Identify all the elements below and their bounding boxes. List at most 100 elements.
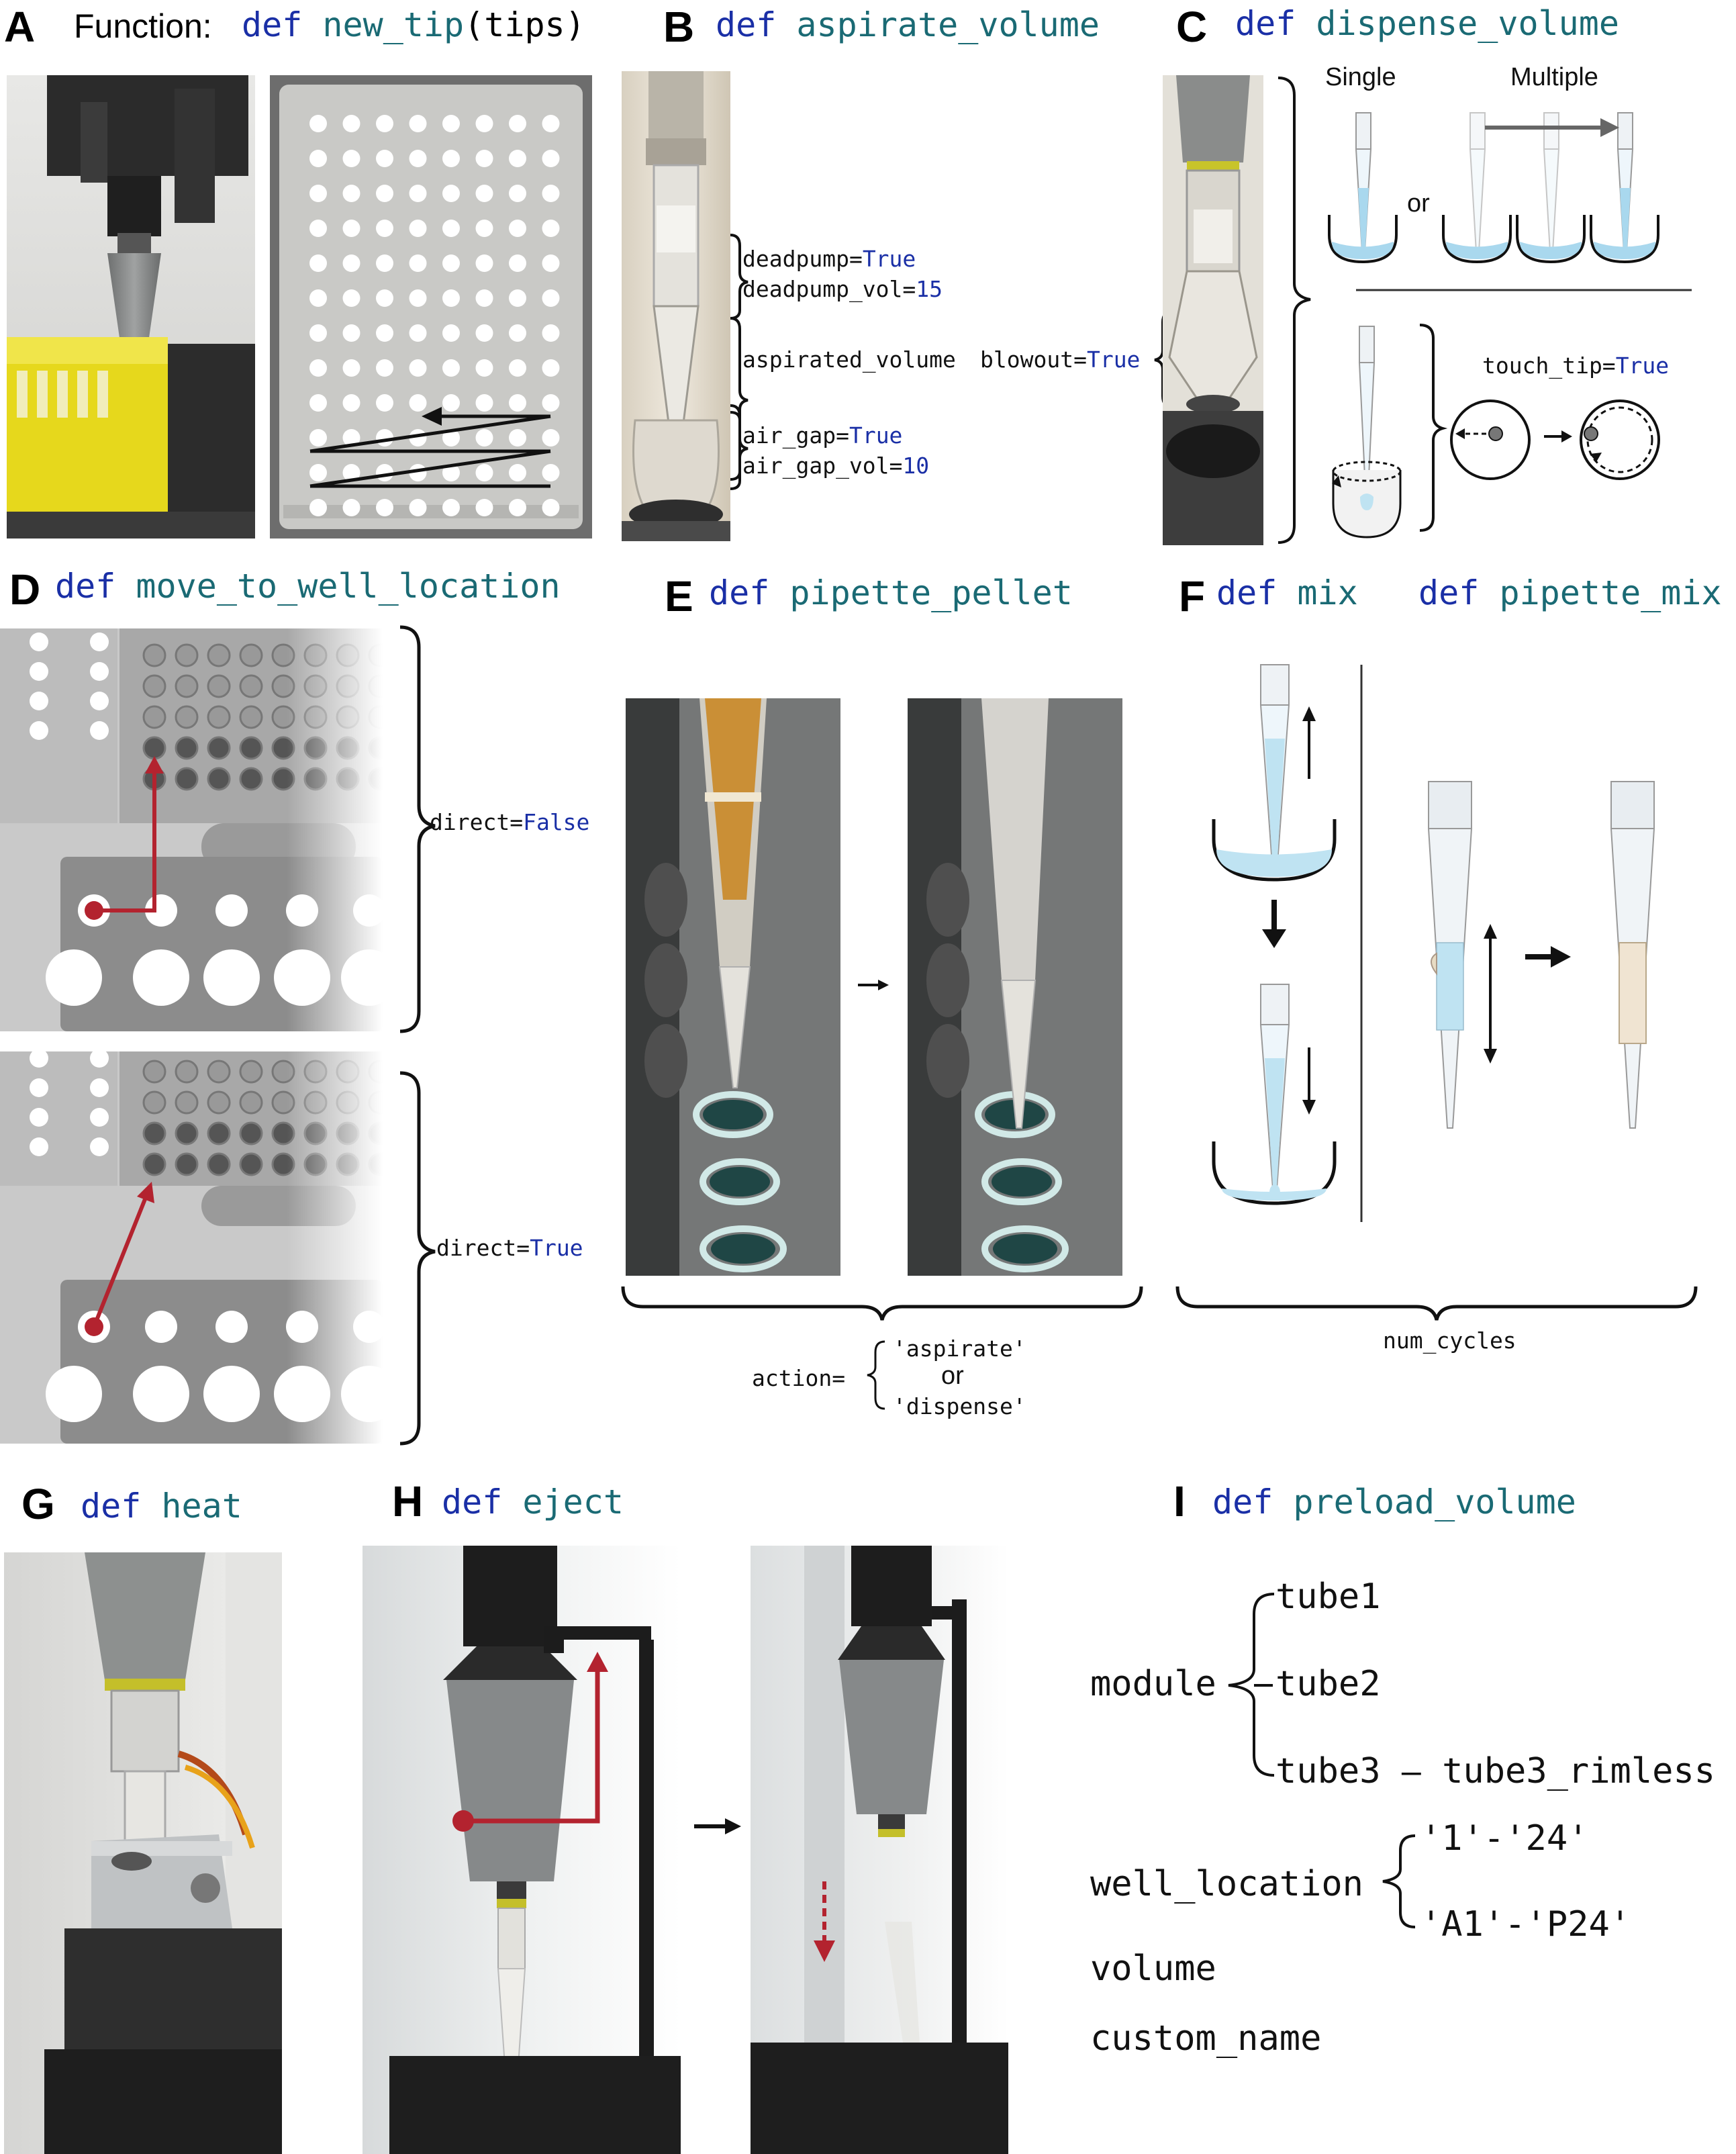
well-hole [542, 150, 560, 167]
touch-tip-tube-icon [1332, 326, 1402, 538]
label-tube3-name: tube3 [1275, 1751, 1381, 1791]
well-hole [475, 464, 493, 481]
pipette-mix-result-icon [1610, 781, 1655, 1129]
panel-letter-d: D [9, 565, 41, 614]
well-hole [509, 220, 526, 237]
well-hole [442, 429, 460, 447]
well-hole [442, 464, 460, 481]
panel-h-title-kw: def [442, 1483, 503, 1521]
panel-h-photo-after [751, 1546, 1008, 2154]
label-custom-name: custom_name [1090, 2018, 1322, 2059]
well-hole [342, 150, 360, 167]
panel-e-photo-after [908, 698, 1122, 1276]
well-hole [475, 254, 493, 272]
panel-a-title-fn: new_tip [322, 5, 465, 44]
label-deadpump-key: deadpump= [742, 246, 863, 272]
panel-i-title-fn: preload_volume [1293, 1483, 1576, 1521]
well-hole [442, 185, 460, 202]
panel-c-main-brace [1277, 77, 1311, 544]
label-single: Single [1325, 63, 1396, 91]
panel-letter-c: C [1176, 3, 1208, 51]
well-hole [509, 150, 526, 167]
panel-h-arrow [694, 1818, 741, 1834]
label-direct-true-val: True [530, 1235, 583, 1261]
panel-b-photo [622, 71, 730, 541]
label-air-gap-val: True [849, 422, 903, 449]
well-hole [509, 359, 526, 377]
well-hole [309, 499, 327, 516]
label-deadpump-vol-key: deadpump_vol= [742, 276, 916, 302]
well-hole [442, 254, 460, 272]
label-action: action= [752, 1365, 846, 1391]
panel-h-title: def eject [442, 1485, 624, 1519]
well-hole [409, 289, 427, 307]
label-tube2: tube2 [1275, 1664, 1381, 1704]
well-hole [342, 289, 360, 307]
panel-c-title-fn: dispense_volume [1316, 4, 1619, 43]
label-volume: volume [1090, 1949, 1216, 1989]
label-deadpump-vol: deadpump_vol=15 [742, 275, 943, 304]
panel-a-title: def new_tip(tips) [242, 8, 585, 42]
well-hole [509, 254, 526, 272]
well-hole [442, 150, 460, 167]
panel-c-dispense-diagram [1328, 112, 1692, 291]
panel-d-brace-top [399, 625, 436, 1033]
well-hole [509, 289, 526, 307]
panel-b-title: def aspirate_volume [716, 8, 1100, 42]
well-hole [342, 394, 360, 412]
well-hole [475, 150, 493, 167]
well-hole [475, 429, 493, 447]
well-hole [542, 394, 560, 412]
label-dispense: 'dispense' [893, 1393, 1026, 1419]
well-hole [409, 185, 427, 202]
well-hole [376, 499, 393, 516]
well-hole [442, 289, 460, 307]
well-hole [309, 220, 327, 237]
label-tube3-rimless: tube3_rimless [1442, 1751, 1716, 1791]
well-hole [376, 115, 393, 132]
well-hole [542, 324, 560, 342]
well-hole [475, 359, 493, 377]
panel-d-brace-bottom [399, 1071, 436, 1446]
panel-c-photo [1163, 75, 1263, 545]
label-well-location: well_location [1090, 1864, 1363, 1904]
well-hole [509, 324, 526, 342]
well-hole [542, 220, 560, 237]
mix-dispense-icon [1212, 984, 1337, 1205]
panel-letter-h: H [392, 1477, 424, 1526]
label-tube3-dash: – [1401, 1752, 1421, 1791]
panel-e-title-kw: def [709, 573, 770, 612]
panel-g-title: def heat [81, 1489, 242, 1523]
well-hole [542, 429, 560, 447]
well-hole [509, 499, 526, 516]
label-deadpump-val: True [862, 246, 916, 272]
well-hole [442, 324, 460, 342]
label-touch-tip-key: touch_tip= [1482, 353, 1616, 379]
well-hole [509, 115, 526, 132]
well-hole [409, 115, 427, 132]
panel-e-action-brace [867, 1340, 885, 1410]
label-direct-true: direct=True [436, 1234, 583, 1263]
label-air-gap-vol-val: 10 [902, 453, 930, 479]
panel-letter-a: A [4, 3, 36, 51]
well-hole [509, 429, 526, 447]
panel-e-photo-before [626, 698, 840, 1276]
label-well-range-number: '1'-'24' [1420, 1818, 1589, 1859]
label-air-gap-key: air_gap= [742, 422, 849, 449]
single-dispense-icon [1328, 112, 1398, 264]
label-direct-true-key: direct= [436, 1235, 530, 1261]
well-hole [342, 499, 360, 516]
panel-a-prefix: Function: [74, 7, 212, 45]
well-hole [342, 115, 360, 132]
label-module: module [1090, 1664, 1216, 1704]
label-multiple: Multiple [1510, 63, 1598, 91]
well-hole [509, 394, 526, 412]
well-hole [542, 185, 560, 202]
panel-f-title-kw1: def [1216, 573, 1277, 612]
well-hole [342, 185, 360, 202]
well-hole [309, 429, 327, 447]
well-hole [542, 254, 560, 272]
well-hole [442, 115, 460, 132]
label-aspirate: 'aspirate' [893, 1336, 1026, 1362]
label-deadpump: deadpump=True [742, 245, 916, 274]
